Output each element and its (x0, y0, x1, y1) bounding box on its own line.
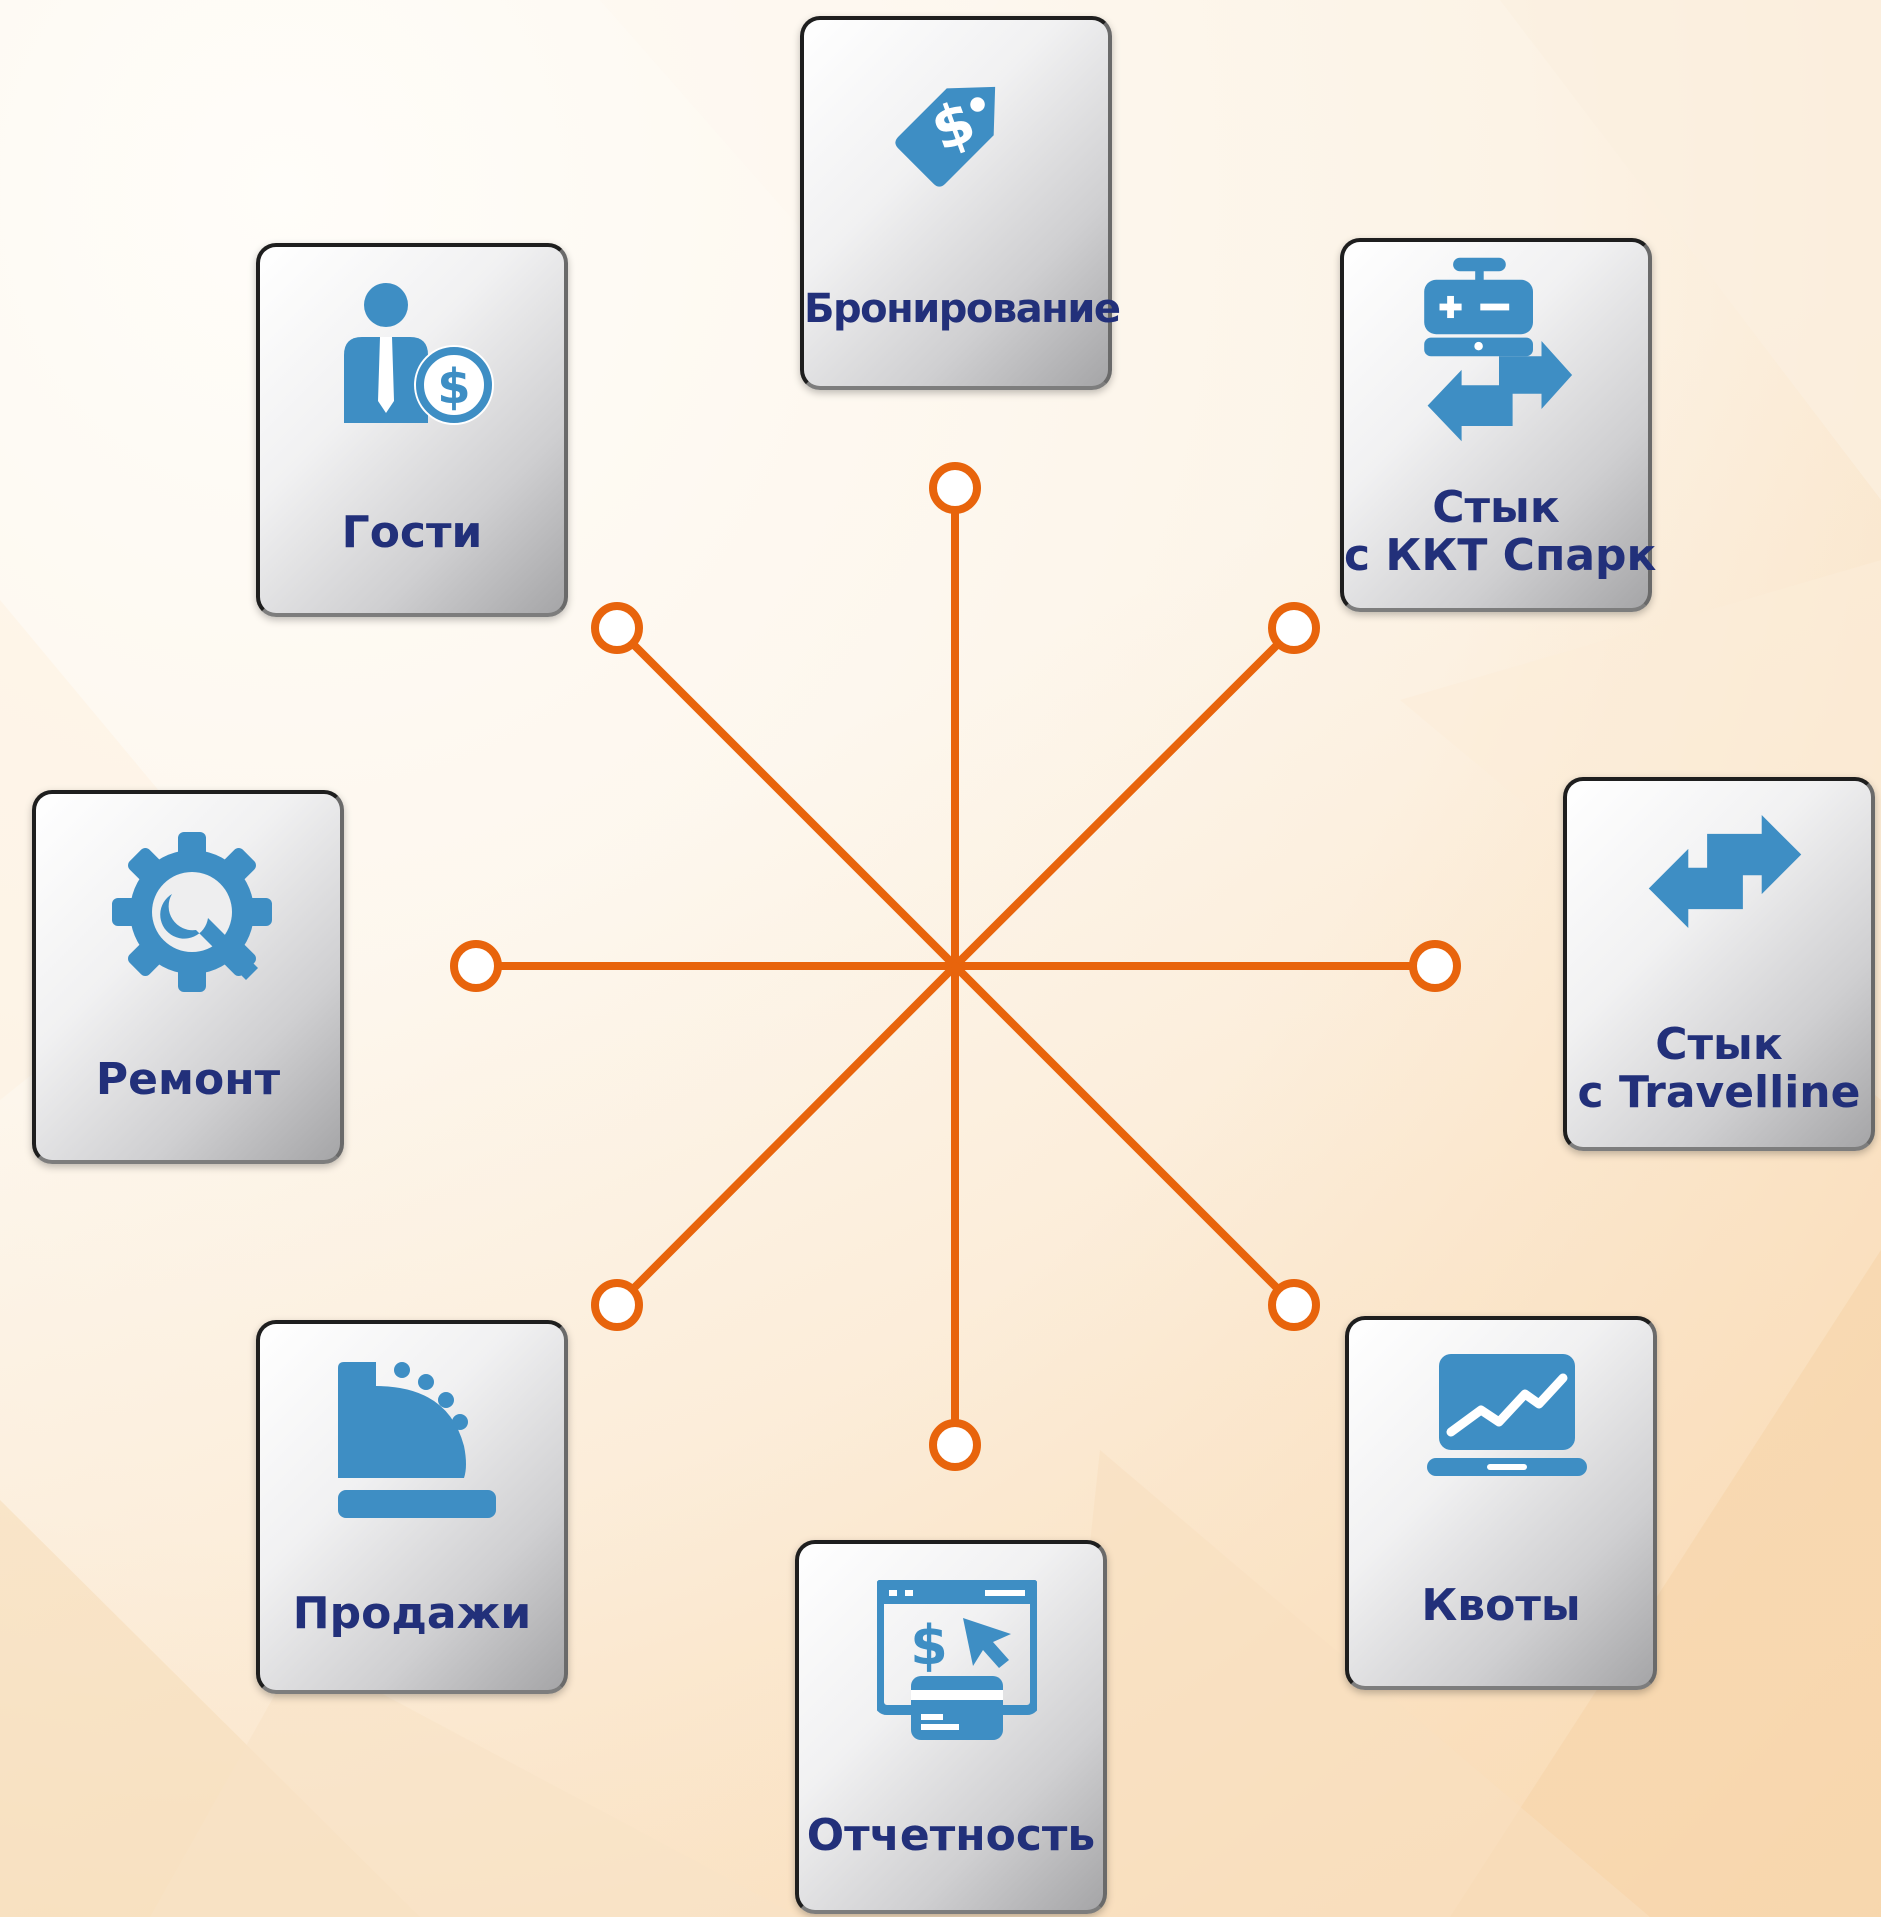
module-label: Отчетность (806, 1810, 1096, 1861)
node-bottom-right (1268, 1279, 1320, 1331)
module-label: Стык с Travelline (1577, 1019, 1861, 1118)
spoke-top-left (628, 639, 959, 970)
module-card-kkt-integration[interactable]: Стык с ККТ Спарк (1340, 238, 1657, 612)
node-bottom (929, 1419, 981, 1471)
module-card-sales[interactable]: Продажи (256, 1320, 568, 1694)
module-label: Продажи (292, 1588, 532, 1639)
node-bottom-left (591, 1279, 643, 1331)
module-card-guests[interactable]: $ Гости (256, 243, 568, 617)
spoke-bottom-left (628, 962, 959, 1294)
node-top-left (591, 602, 643, 654)
gear-wrench-icon (112, 832, 272, 992)
module-card-travelline-integration[interactable]: Стык с Travelline (1563, 777, 1875, 1151)
module-card-repair[interactable]: Ремонт (32, 790, 344, 1164)
businessman-dollar-icon: $ (344, 283, 494, 425)
svg-text:$: $ (910, 1614, 948, 1677)
price-tag-dollar-icon: $ (895, 87, 996, 187)
online-payment-icon: $ (877, 1580, 1037, 1740)
node-left (450, 940, 502, 992)
exchange-arrows-icon (1648, 815, 1802, 928)
node-top-right (1268, 602, 1320, 654)
laptop-chart-icon (1427, 1354, 1587, 1476)
module-label: Бронирование (804, 286, 1121, 332)
svg-text:$: $ (437, 359, 470, 415)
module-label: Гости (341, 507, 483, 558)
module-label: Ремонт (95, 1054, 281, 1105)
module-card-reports[interactable]: $ Отчетность (795, 1540, 1107, 1914)
module-card-quotas[interactable]: Квоты (1345, 1316, 1657, 1690)
cash-register-exchange-icon (1424, 257, 1573, 442)
module-label: Стык с ККТ Спарк (1344, 482, 1657, 581)
spoke-top-right (951, 639, 1283, 970)
node-right (1409, 940, 1461, 992)
node-top (929, 462, 981, 514)
module-label: Квоты (1421, 1580, 1581, 1631)
module-card-booking[interactable]: $ Бронирование (800, 16, 1121, 390)
cash-register-icon (338, 1362, 496, 1518)
spoke-bottom-right (951, 962, 1283, 1294)
